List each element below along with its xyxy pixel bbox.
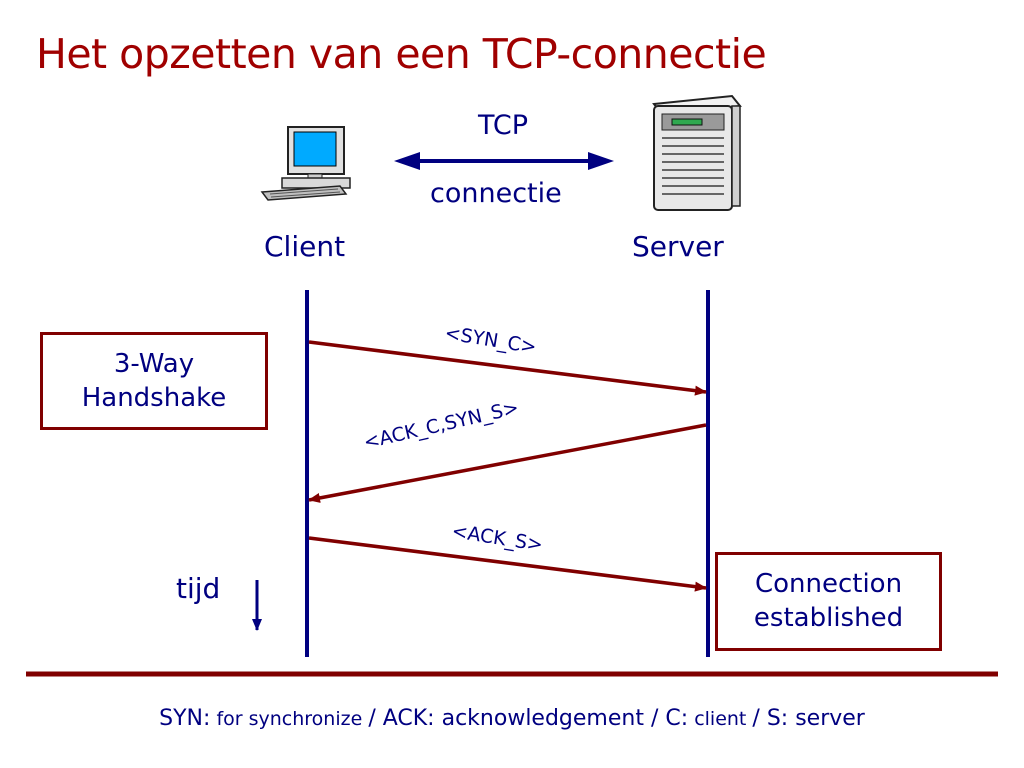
- time-label: tijd: [176, 572, 221, 605]
- ack-s-arrow: [308, 536, 707, 592]
- client-label: Client: [264, 230, 346, 263]
- footer-syn-key: SYN:: [159, 706, 211, 731]
- footer-separator: /: [752, 706, 767, 731]
- footer-s-text: server: [788, 706, 865, 731]
- tcp-label: TCP: [478, 110, 529, 141]
- footer-c-key: C:: [665, 706, 689, 731]
- footer-syn-text: for synchronize: [210, 708, 369, 730]
- computer-icon: [260, 126, 351, 201]
- server-label: Server: [632, 230, 724, 263]
- connection-established-box: Connection established: [715, 552, 942, 651]
- footer-separator: /: [650, 706, 666, 731]
- established-line-2: established: [753, 603, 904, 633]
- handshake-line-1: 3-Way: [113, 349, 195, 379]
- footer-c-text: client: [688, 708, 753, 730]
- legend-footer: SYN: for synchronize / ACK: acknowledgem…: [0, 706, 1024, 731]
- footer-separator: /: [368, 706, 383, 731]
- three-way-handshake-box: 3-Way Handshake: [40, 332, 268, 430]
- ack-c-syn-s-arrow: [308, 423, 707, 503]
- established-line-1: Connection: [754, 569, 903, 599]
- handshake-line-2: Handshake: [81, 383, 227, 413]
- server-icon: [652, 94, 742, 211]
- footer-s-key: S:: [766, 706, 789, 731]
- page-title: Het opzetten van een TCP-connectie: [36, 30, 767, 78]
- syn-c-arrow: [308, 340, 707, 396]
- footer-ack-key: ACK:: [382, 706, 435, 731]
- connectie-label: connectie: [430, 178, 562, 209]
- tcp-connection-arrow: [394, 152, 614, 170]
- footer-ack-text: acknowledgement: [434, 706, 651, 731]
